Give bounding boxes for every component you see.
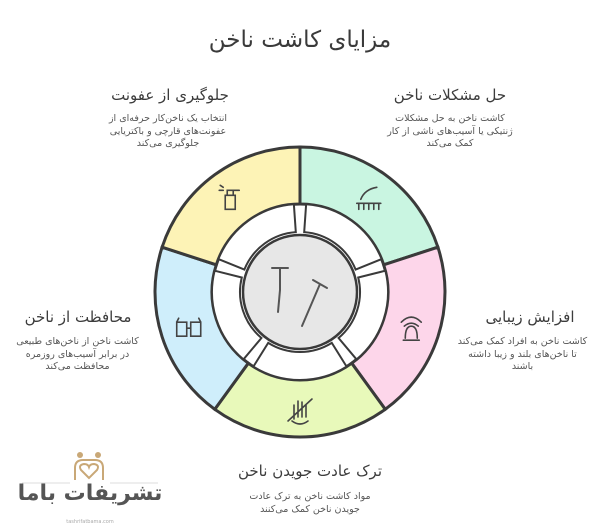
- desc-line: کاشت ناخن از ناخن‌های طبیعی: [16, 336, 139, 347]
- desc-line: باشند: [511, 361, 534, 372]
- logo-url: tashrifatbama.com: [66, 519, 114, 525]
- inner-ring-segment: [303, 203, 383, 271]
- center-circle: [241, 233, 359, 351]
- segment-heading: حل مشکلات ناخن: [393, 86, 507, 104]
- logo: تشریفات باما tashrifatbama.com: [14, 450, 166, 528]
- desc-line: انتخاب یک ناخن‌کار حرفه‌ای از: [108, 113, 228, 124]
- segment-desc: کاشت ناخن به حل مشکلات ژنتیکی یا آسیب‌ها…: [370, 113, 530, 151]
- logo-mark: [22, 452, 158, 484]
- desc-line: مواد کاشت ناخن به ترک عادت: [249, 491, 371, 502]
- nail-brush-icon: [355, 186, 382, 211]
- segment-heading: افزایش زیبایی: [485, 308, 575, 326]
- desc-line: تا ناخن‌های بلند و زیبا داشته: [468, 348, 577, 360]
- segment-desc: مواد کاشت ناخن به ترک عادت جویدن ناخن کم…: [225, 491, 395, 516]
- desc-line: عفونت‌های قارچی و باکتریایی: [109, 125, 227, 137]
- protective-gloves-icon: [175, 317, 202, 337]
- desc-line: جلوگیری می‌کند: [136, 138, 200, 149]
- desc-line: کاشت ناخن به افراد کمک می‌کند: [457, 336, 588, 347]
- desc-line: ژنتیکی یا آسیب‌های ناشی از کار: [387, 125, 513, 137]
- segment-heading: جلوگیری از عفونت: [111, 86, 229, 104]
- page-title: مزایای کاشت ناخن: [208, 27, 392, 53]
- spray-bottle-icon: [218, 184, 241, 211]
- desc-line: محافظت می‌کند: [45, 361, 110, 372]
- inner-ring-segment: [211, 269, 263, 361]
- desc-line: کمک می‌کند: [426, 138, 474, 149]
- logo-text: تشریفات باما: [17, 481, 163, 506]
- desc-line: در برابر آسیب‌های روزمره: [25, 348, 130, 360]
- inner-ring-segment: [217, 203, 297, 271]
- segment-desc: کاشت ناخن از ناخن‌های طبیعی در برابر آسی…: [0, 336, 155, 374]
- segment-desc: کاشت ناخن به افراد کمک می‌کند تا ناخن‌ها…: [445, 336, 600, 374]
- nails-icon: [271, 267, 328, 327]
- desc-line: جویدن ناخن کمک می‌کنند: [260, 503, 360, 515]
- segment-heading: محافظت از ناخن: [24, 308, 132, 326]
- inner-ring-segment: [337, 269, 389, 361]
- beauty-face-icon: [400, 316, 423, 341]
- segment-heading: ترک عادت جویدن ناخن: [237, 462, 383, 480]
- segment-desc: انتخاب یک ناخن‌کار حرفه‌ای از عفونت‌های …: [88, 113, 248, 151]
- stop-hand-icon: [287, 398, 313, 425]
- inner-ring-segment: [251, 341, 349, 381]
- desc-line: کاشت ناخن به حل مشکلات: [395, 113, 505, 124]
